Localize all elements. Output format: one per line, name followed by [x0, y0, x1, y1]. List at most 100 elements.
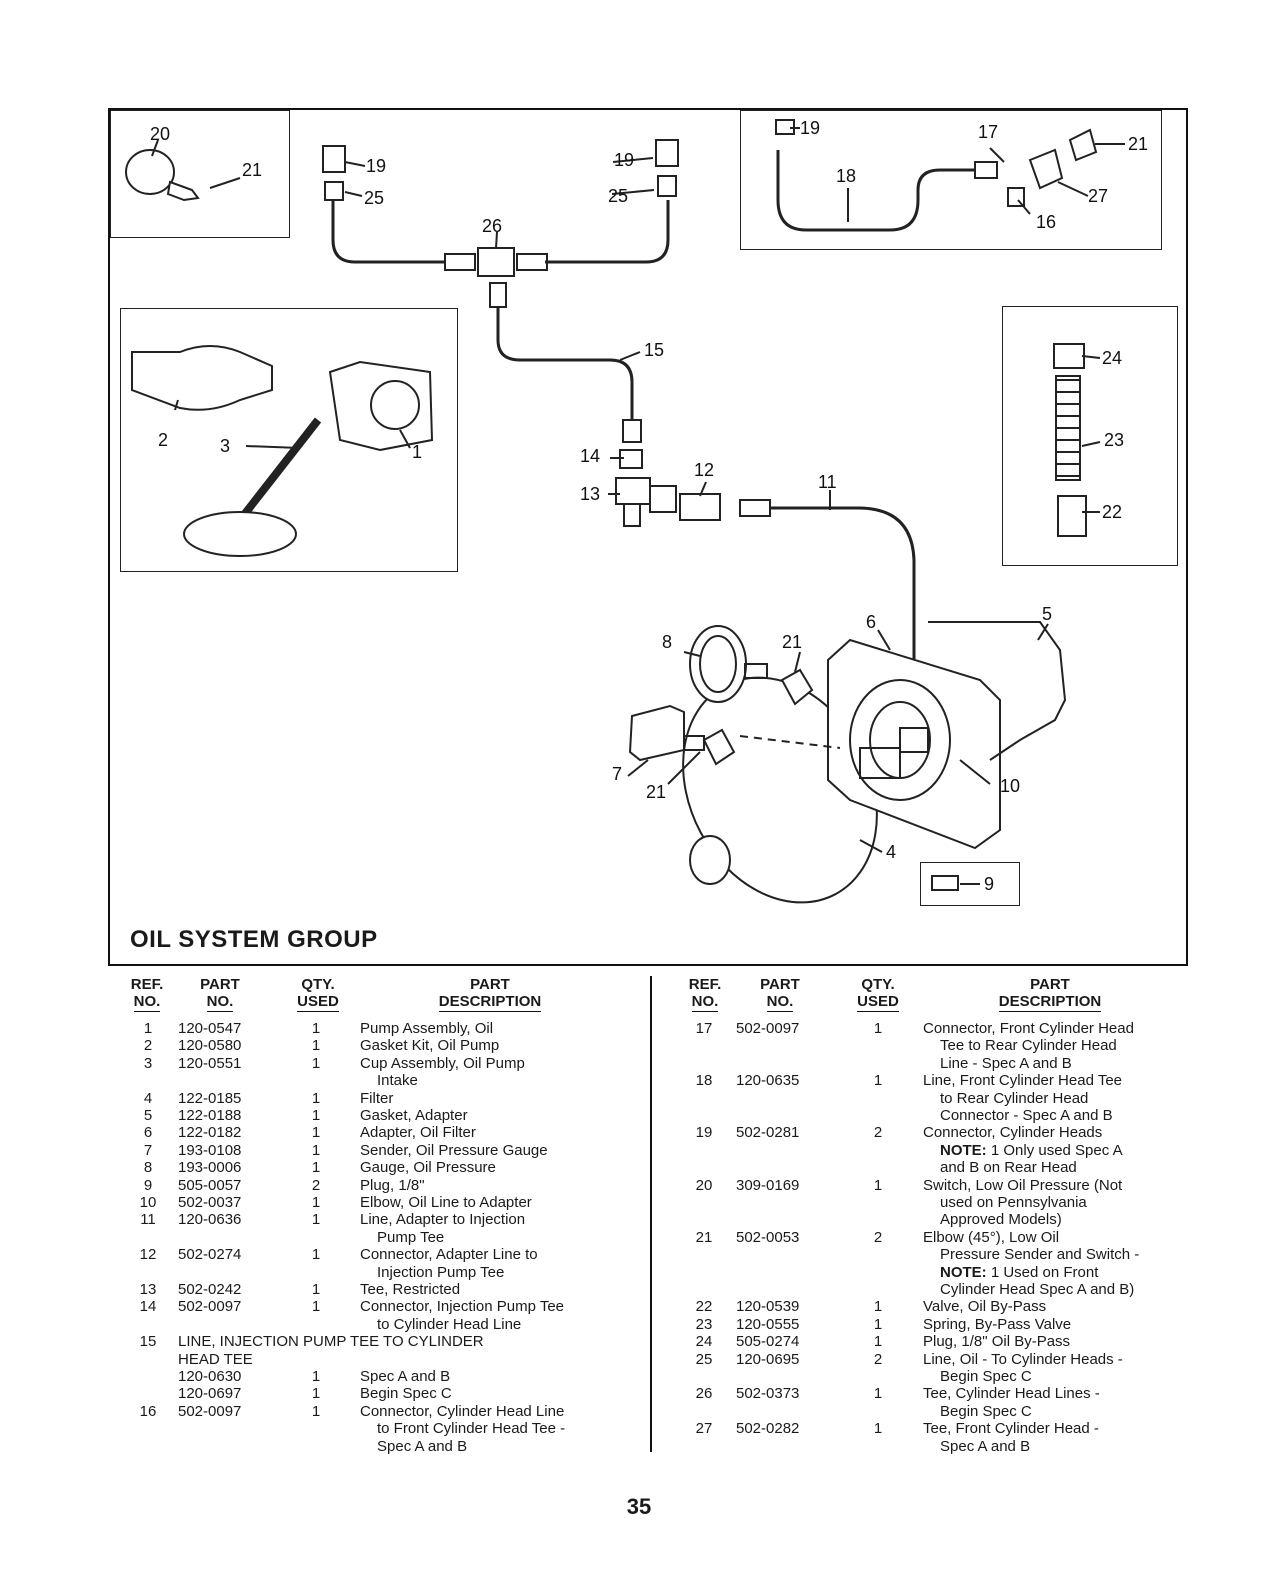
- description-line: Tee, Front Cylinder Head -: [923, 1420, 1099, 1438]
- description-line: Elbow, Oil Line to Adapter: [360, 1194, 532, 1211]
- intake-cup-3: [236, 417, 322, 523]
- sender-7: [628, 704, 685, 762]
- description-line: Line - Spec A and B: [940, 1054, 1072, 1072]
- cell-qty: 1: [311, 1368, 321, 1385]
- cell-ref: 26: [695, 1385, 713, 1403]
- cell-description: Plug, 1/8" Oil By-Pass: [923, 1333, 1070, 1350]
- callout-11: 11: [818, 472, 837, 492]
- description-line: Begin Spec C: [360, 1385, 452, 1403]
- cell-part-no: 502-0282: [736, 1420, 800, 1438]
- callout-3: 3: [220, 436, 230, 456]
- cell-description: Plug, 1/8": [360, 1177, 425, 1194]
- cell-ref: 17: [695, 1020, 713, 1037]
- cell-qty: 1: [311, 1089, 321, 1107]
- cell-ref: 3: [143, 1054, 153, 1072]
- cell-qty: 1: [873, 1420, 883, 1438]
- description-line: Gauge, Oil Pressure: [360, 1159, 496, 1177]
- description-line: Spec A and B: [377, 1437, 468, 1455]
- description-line: Connector, Injection Pump Tee: [360, 1298, 565, 1316]
- cell-qty: 1: [311, 1246, 321, 1264]
- callout-21: 21: [646, 782, 666, 802]
- cell-qty: 2: [873, 1124, 883, 1142]
- cell-part-no: 502-0097: [178, 1402, 242, 1420]
- cell-part-no: 122-0188: [178, 1107, 242, 1124]
- description-line: Pump Assembly, Oil: [360, 1020, 494, 1037]
- header-ref: REF.NO.: [130, 976, 164, 1012]
- callout-25: 25: [364, 188, 384, 208]
- cell-part-no: 120-0555: [736, 1315, 800, 1333]
- cell-part-no: 502-0037: [178, 1194, 242, 1211]
- cell-qty: 1: [311, 1385, 321, 1403]
- description-line: Cylinder Head Spec A and B): [940, 1281, 1135, 1299]
- cell-description: Gauge, Oil Pressure: [360, 1159, 496, 1176]
- oil-line-right: [545, 200, 670, 264]
- callout-5: 5: [1042, 604, 1052, 624]
- cell-ref: 27: [695, 1420, 713, 1438]
- callout-13: 13: [580, 484, 600, 504]
- callout-4: 4: [886, 842, 896, 862]
- description-line: Line, Front Cylinder Head Tee: [923, 1072, 1122, 1090]
- description-line: Cup Assembly, Oil Pump: [360, 1054, 525, 1072]
- cell-description: Begin Spec C: [360, 1385, 452, 1402]
- cell-ref: 1: [143, 1020, 153, 1037]
- description-line: Plug, 1/8" Oil By-Pass: [923, 1333, 1071, 1351]
- cell-qty: 2: [873, 1350, 883, 1368]
- cell-description: Spring, By-Pass Valve: [923, 1316, 1071, 1333]
- cell-qty: 1: [311, 1298, 321, 1316]
- description-line: Connector, Cylinder Heads: [923, 1124, 1103, 1142]
- cell-part-no: 502-0274: [178, 1246, 242, 1264]
- callout-19: 19: [366, 156, 386, 176]
- cell-part-no: 120-0697: [178, 1385, 242, 1403]
- description-line: Begin Spec C: [940, 1402, 1032, 1420]
- description-line: Connector - Spec A and B: [940, 1107, 1113, 1124]
- cell-part-no: 502-0053: [736, 1228, 800, 1246]
- pump-assembly-1: [328, 360, 434, 452]
- cell-part-no: HEAD TEE: [178, 1350, 253, 1368]
- cell-ref: 14: [139, 1298, 157, 1316]
- callout-21: 21: [782, 632, 802, 652]
- description-line: Adapter, Oil Filter: [360, 1124, 476, 1142]
- description-line: Tee, Cylinder Head Lines -: [923, 1385, 1100, 1403]
- cell-ref: 16: [139, 1402, 157, 1420]
- description-line: Elbow (45°), Low Oil: [923, 1228, 1060, 1246]
- cell-qty: 1: [873, 1176, 883, 1194]
- cell-qty: 1: [873, 1020, 883, 1037]
- cell-description: Gasket Kit, Oil Pump: [360, 1037, 499, 1054]
- cell-qty: 1: [873, 1315, 883, 1333]
- cell-part-no: 120-0547: [178, 1020, 242, 1037]
- description-line: to Cylinder Head Line: [377, 1315, 522, 1333]
- inset-bypass-valve: [1002, 306, 1178, 566]
- cell-ref: 25: [695, 1350, 713, 1368]
- callout-21: 21: [1128, 134, 1148, 154]
- callout-9: 9: [984, 874, 994, 894]
- cell-qty: 1: [311, 1159, 321, 1177]
- cell-part-no: 122-0185: [178, 1089, 242, 1107]
- cell-qty: 1: [311, 1124, 321, 1142]
- cell-description: Spec A and B: [360, 1368, 450, 1385]
- description-line: NOTE: 1 Used on Front: [940, 1263, 1099, 1281]
- description-line: Sender, Oil Pressure Gauge: [360, 1141, 548, 1159]
- cell-description: Valve, Oil By-Pass: [923, 1298, 1046, 1315]
- callout-22: 22: [1102, 502, 1122, 522]
- cell-qty: 1: [311, 1211, 321, 1229]
- cell-part-no: 502-0242: [178, 1281, 242, 1298]
- oil-line-11: [770, 506, 916, 690]
